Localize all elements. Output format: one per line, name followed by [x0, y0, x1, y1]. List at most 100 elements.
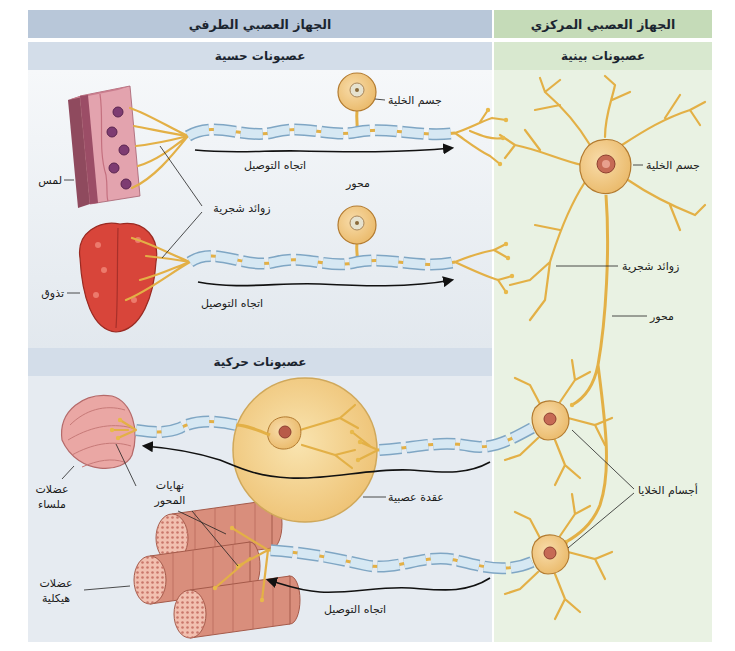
band-title: عصبونات حسية — [209, 46, 312, 66]
part-label: عضلات هيكلية — [31, 576, 81, 606]
myelin-sheath — [190, 256, 455, 265]
skin-block — [68, 86, 130, 100]
axon-terminal — [504, 290, 508, 294]
axon-terminal — [350, 430, 354, 434]
leader-line — [375, 99, 385, 100]
part-label: نهايات المحور — [139, 478, 201, 508]
part-label: جسم الخلية — [646, 158, 700, 173]
myelin-sheath — [190, 256, 455, 265]
myelin-sheath — [188, 129, 455, 136]
axon-terminal — [116, 436, 120, 440]
axon-terminal — [504, 242, 508, 246]
tongue — [116, 228, 118, 328]
myelin-sheath — [378, 428, 532, 450]
axon-terminal — [498, 162, 502, 166]
cell-body — [544, 413, 556, 425]
myelin-sheath — [378, 428, 532, 450]
leader-line — [612, 316, 647, 317]
myelin-sheath — [136, 422, 236, 432]
myelin-sheath — [188, 129, 455, 136]
smooth-muscle — [82, 460, 124, 467]
smooth-muscle — [70, 408, 125, 425]
cell-body — [338, 206, 376, 244]
ganglion — [268, 417, 301, 449]
axon-terminal — [110, 428, 114, 432]
part-label: اتجاه التوصيل — [244, 158, 306, 173]
axon-terminal — [504, 118, 508, 122]
cell-body — [602, 160, 610, 168]
panel-ground — [28, 70, 712, 642]
smooth-muscle — [68, 426, 132, 440]
myelin-sheath — [136, 422, 236, 432]
leader-line — [363, 497, 386, 498]
smooth-muscle — [72, 443, 131, 455]
leader-line — [62, 466, 74, 479]
smooth-muscle — [62, 395, 135, 468]
conduction-arrow — [195, 148, 452, 152]
axon — [357, 111, 608, 542]
conduction-arrow — [144, 446, 490, 478]
skin-block — [100, 94, 108, 201]
part-label: تذوق — [41, 286, 64, 301]
skeletal-muscle — [134, 556, 166, 604]
cell-body — [355, 221, 359, 225]
myelin-sheath — [268, 550, 532, 568]
skeletal-muscle — [134, 500, 300, 638]
cell-body — [597, 155, 615, 173]
cell-body — [532, 535, 569, 574]
neuron-band: عصبونات حركية — [28, 348, 492, 376]
axon-terminal — [112, 420, 136, 438]
skeletal-muscle — [174, 590, 206, 638]
axon-terminal — [455, 110, 506, 164]
leader-line — [633, 165, 643, 166]
axon-terminal — [358, 440, 362, 444]
neuron-band: عصبونات بينية — [494, 42, 712, 70]
skin-block — [80, 95, 98, 204]
cell-body — [355, 88, 359, 92]
skin-block — [107, 127, 117, 137]
part-label: جسم الخلية — [388, 93, 442, 108]
panel-ground — [28, 376, 492, 642]
myelin-sheath — [268, 550, 532, 568]
tongue — [95, 242, 101, 248]
panel-title: الجهاز العصبي الطرفي — [28, 10, 492, 38]
axon-terminal — [118, 418, 122, 422]
axon-terminal — [352, 432, 378, 460]
cell-body — [350, 83, 364, 97]
myelin-sheath — [190, 256, 455, 265]
myelin-sheath — [188, 129, 455, 136]
axon-terminal — [501, 136, 505, 140]
leader-line — [67, 293, 80, 294]
axon — [566, 195, 608, 542]
axon-terminal — [506, 256, 510, 260]
dendrite — [500, 76, 705, 320]
axon-terminal — [455, 244, 512, 292]
dendrite — [126, 238, 190, 300]
leader-line — [160, 146, 202, 258]
skeletal-muscle — [134, 556, 166, 604]
axon-terminal — [486, 108, 490, 112]
part-label: محور — [346, 176, 370, 191]
myelin-sheath — [378, 428, 532, 450]
leader-line — [62, 99, 647, 590]
axon-terminal — [570, 403, 574, 407]
part-label: زوائد شجرية — [213, 201, 270, 216]
cell-body — [338, 73, 376, 111]
tongue — [93, 292, 99, 298]
skeletal-muscle — [174, 590, 206, 638]
neuron-band: عصبونات حسية — [28, 42, 492, 70]
dendrite — [130, 108, 188, 188]
panel-ground — [28, 70, 492, 348]
part-label: عقدة عصبية — [388, 490, 444, 505]
conduction-arrow — [268, 578, 490, 592]
leader-line — [84, 586, 130, 590]
skin-block — [68, 86, 140, 208]
skin-block — [119, 145, 129, 155]
panel-ground — [494, 70, 712, 642]
axon-terminal — [213, 586, 217, 590]
skin-block — [80, 86, 140, 204]
axon-terminal — [215, 528, 268, 600]
band-title: عصبونات حركية — [208, 352, 313, 372]
ganglion — [233, 378, 377, 522]
